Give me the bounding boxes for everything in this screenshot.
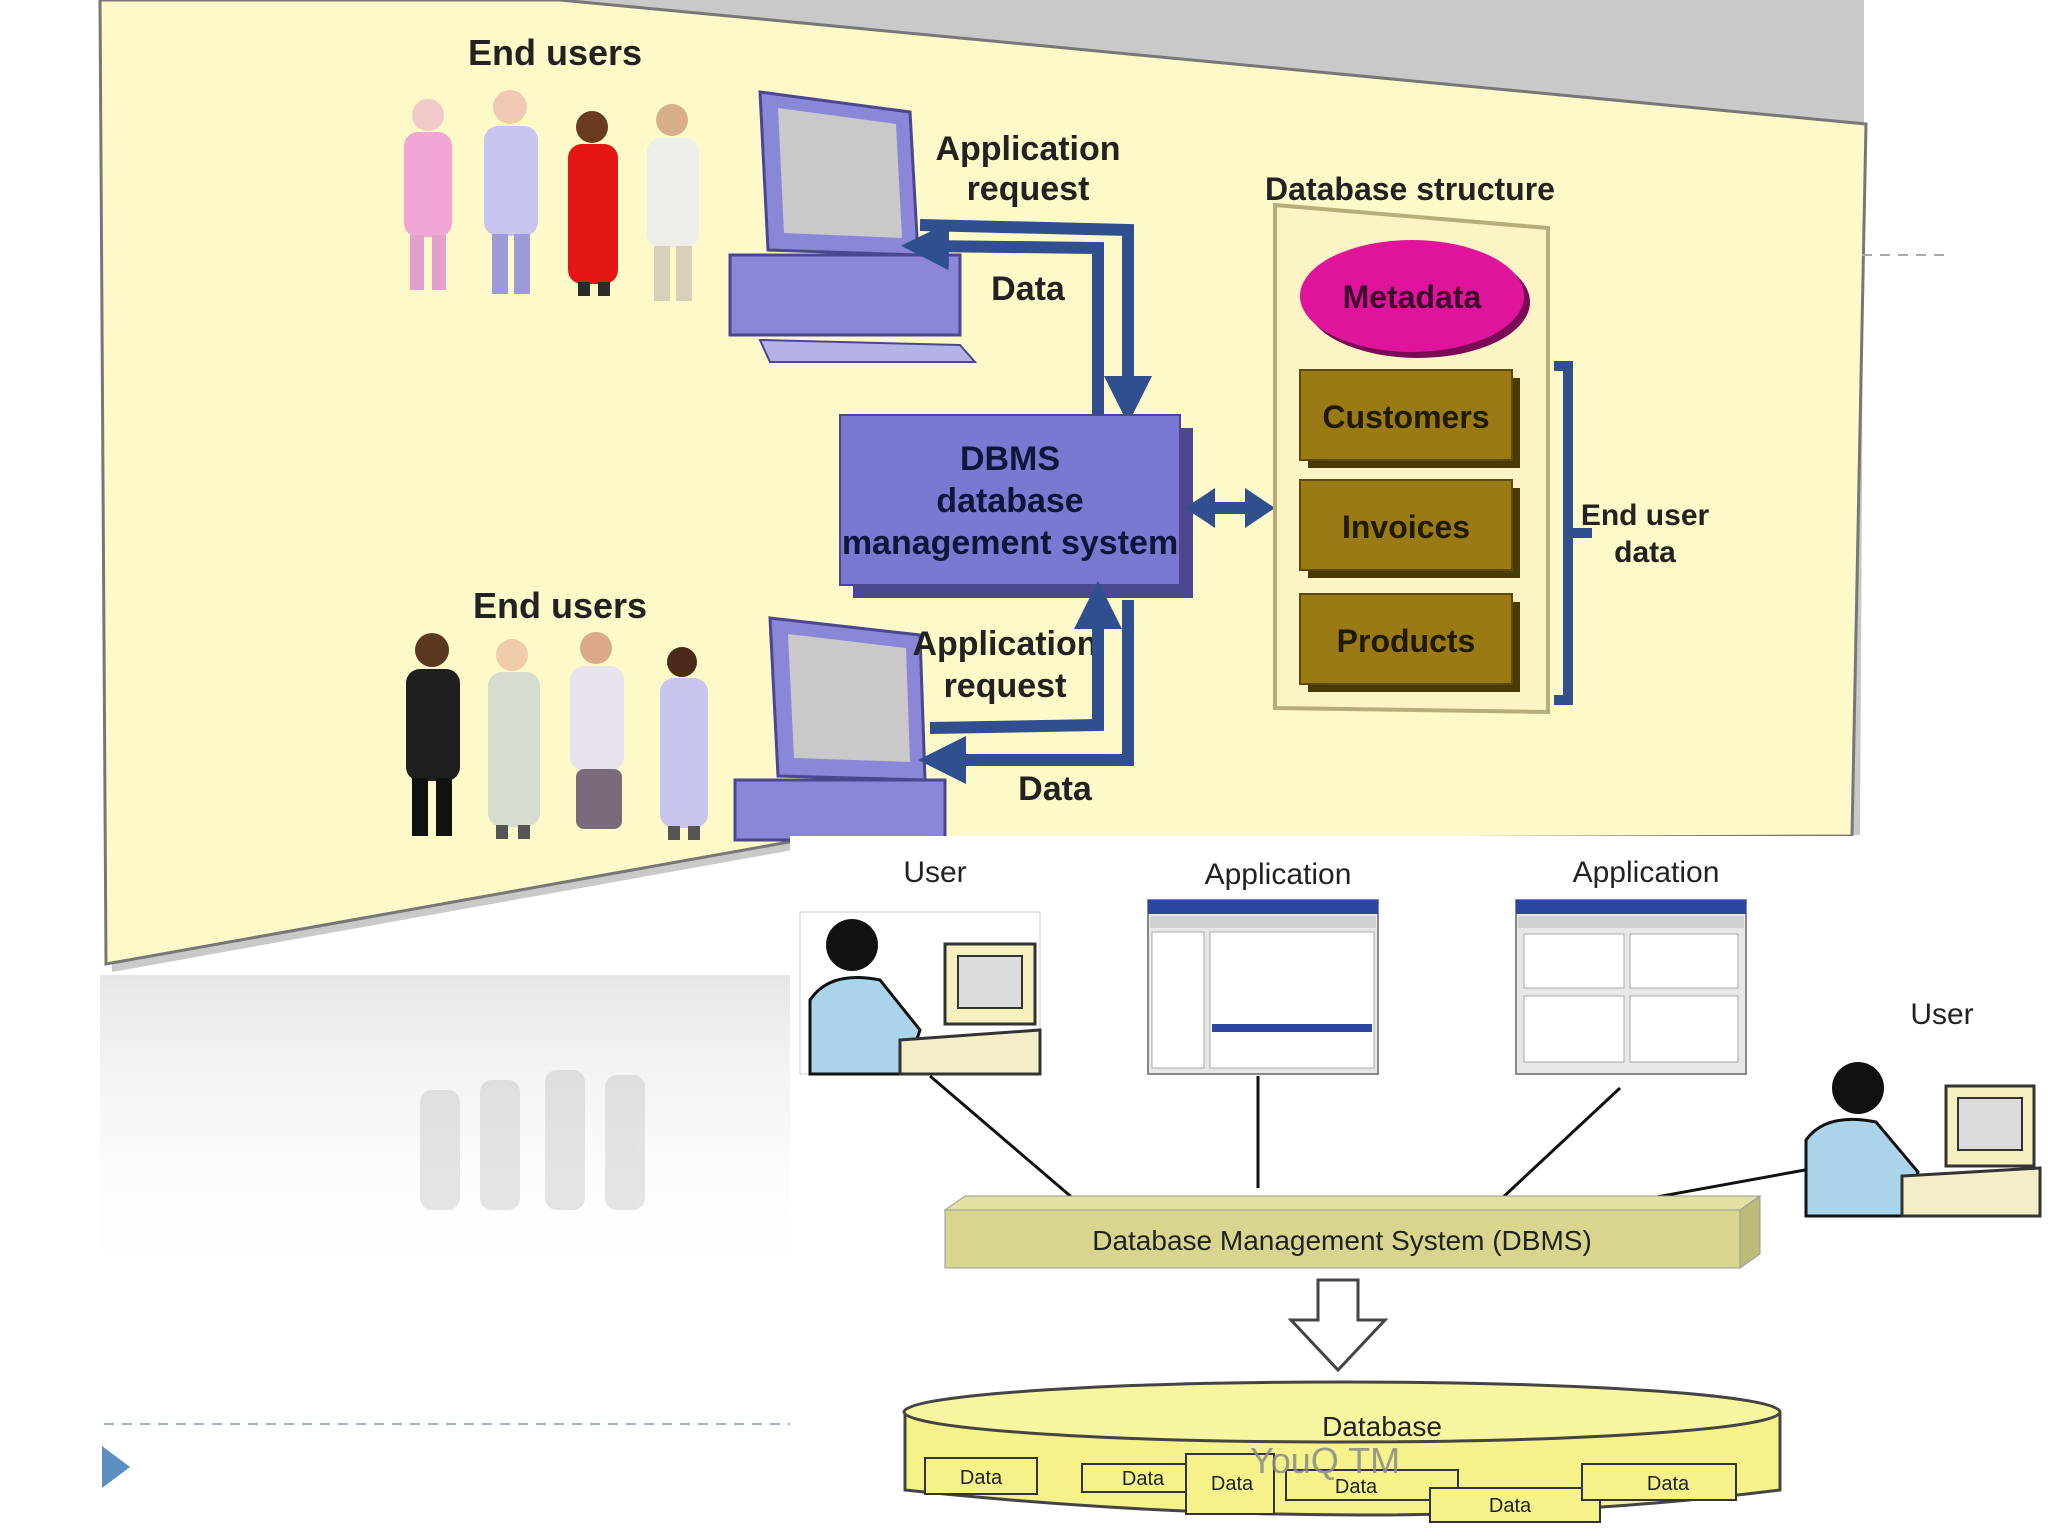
person-icon — [488, 639, 540, 839]
end-users-top-figures — [404, 90, 699, 301]
metadata-ellipse — [1300, 240, 1530, 358]
data-box: Data — [1429, 1487, 1601, 1523]
app-request-bottom-line1: Application — [912, 625, 1097, 663]
user-terminal-right-icon — [1802, 1050, 2042, 1218]
user-right-label: User — [1910, 998, 1973, 1031]
data-box-label: Data — [1122, 1468, 1165, 1490]
computer-icon-top — [728, 90, 978, 363]
table-products-label: Products — [1337, 623, 1476, 659]
app-request-top-line1: Application — [935, 130, 1120, 168]
dbms-line1: DBMS — [960, 440, 1060, 478]
table-box-customers — [1299, 369, 1520, 468]
person-icon — [406, 633, 460, 836]
app-2-label: Application — [1573, 856, 1720, 889]
person-icon — [404, 99, 452, 290]
dbms-line2: database — [936, 482, 1083, 520]
end-user-data-line1: End user — [1581, 499, 1710, 532]
dbms-bar — [943, 1195, 1762, 1269]
person-icon — [647, 104, 699, 301]
data-box-label: Data — [1335, 1476, 1378, 1498]
end-users-top-label: End users — [468, 32, 642, 73]
slide-bullet-icon — [102, 1446, 130, 1488]
arrows-bottom — [918, 581, 1134, 784]
app-1-label: Application — [1205, 858, 1352, 891]
dbms-bar-label: Database Management System (DBMS) — [1092, 1225, 1592, 1256]
bidirectional-arrow — [1185, 488, 1275, 528]
end-users-bottom-figures — [406, 632, 708, 840]
table-box-invoices — [1299, 479, 1520, 578]
table-customers-label: Customers — [1322, 399, 1489, 435]
down-arrow-icon — [1287, 1278, 1389, 1373]
table-invoices-label: Invoices — [1342, 509, 1470, 545]
data-box: Data — [924, 1457, 1038, 1495]
data-box: Data — [1185, 1453, 1275, 1515]
data-box-label: Data — [1489, 1495, 1532, 1517]
person-icon — [484, 90, 538, 294]
person-icon — [570, 632, 624, 829]
application-screenshot-1 — [1147, 899, 1379, 1075]
user-left-label: User — [903, 856, 966, 889]
connector-lines — [929, 1074, 1806, 1202]
data-box: Data — [1581, 1463, 1737, 1501]
data-box-label: Data — [960, 1467, 1003, 1489]
reflection-figures — [420, 1070, 645, 1210]
application-screenshot-2 — [1515, 899, 1747, 1075]
dbms-line3: management system — [842, 524, 1178, 562]
dbms-box — [839, 414, 1193, 598]
end-user-data-line2: data — [1614, 536, 1676, 569]
end-users-bottom-label: End users — [473, 585, 647, 626]
db-structure-label: Database structure — [1265, 171, 1555, 207]
footer-watermark: YouQ TM — [1250, 1440, 1401, 1481]
app-request-top-line2: request — [967, 170, 1090, 208]
metadata-label: Metadata — [1343, 279, 1482, 315]
app-request-bottom-line2: request — [944, 667, 1067, 705]
person-icon — [568, 111, 618, 296]
person-icon — [660, 647, 708, 840]
arrows-top — [901, 219, 1152, 424]
table-box-products — [1299, 593, 1520, 692]
slide-reflection — [100, 975, 860, 1295]
computer-icon-bottom — [733, 616, 947, 842]
data-bottom-label: Data — [1018, 770, 1093, 808]
data-box-label: Data — [1211, 1473, 1254, 1495]
database-label: Database — [1322, 1411, 1442, 1442]
user-terminal-left-icon — [799, 911, 1042, 1076]
data-box-label: Data — [1647, 1473, 1690, 1495]
data-top-label: Data — [991, 270, 1066, 308]
